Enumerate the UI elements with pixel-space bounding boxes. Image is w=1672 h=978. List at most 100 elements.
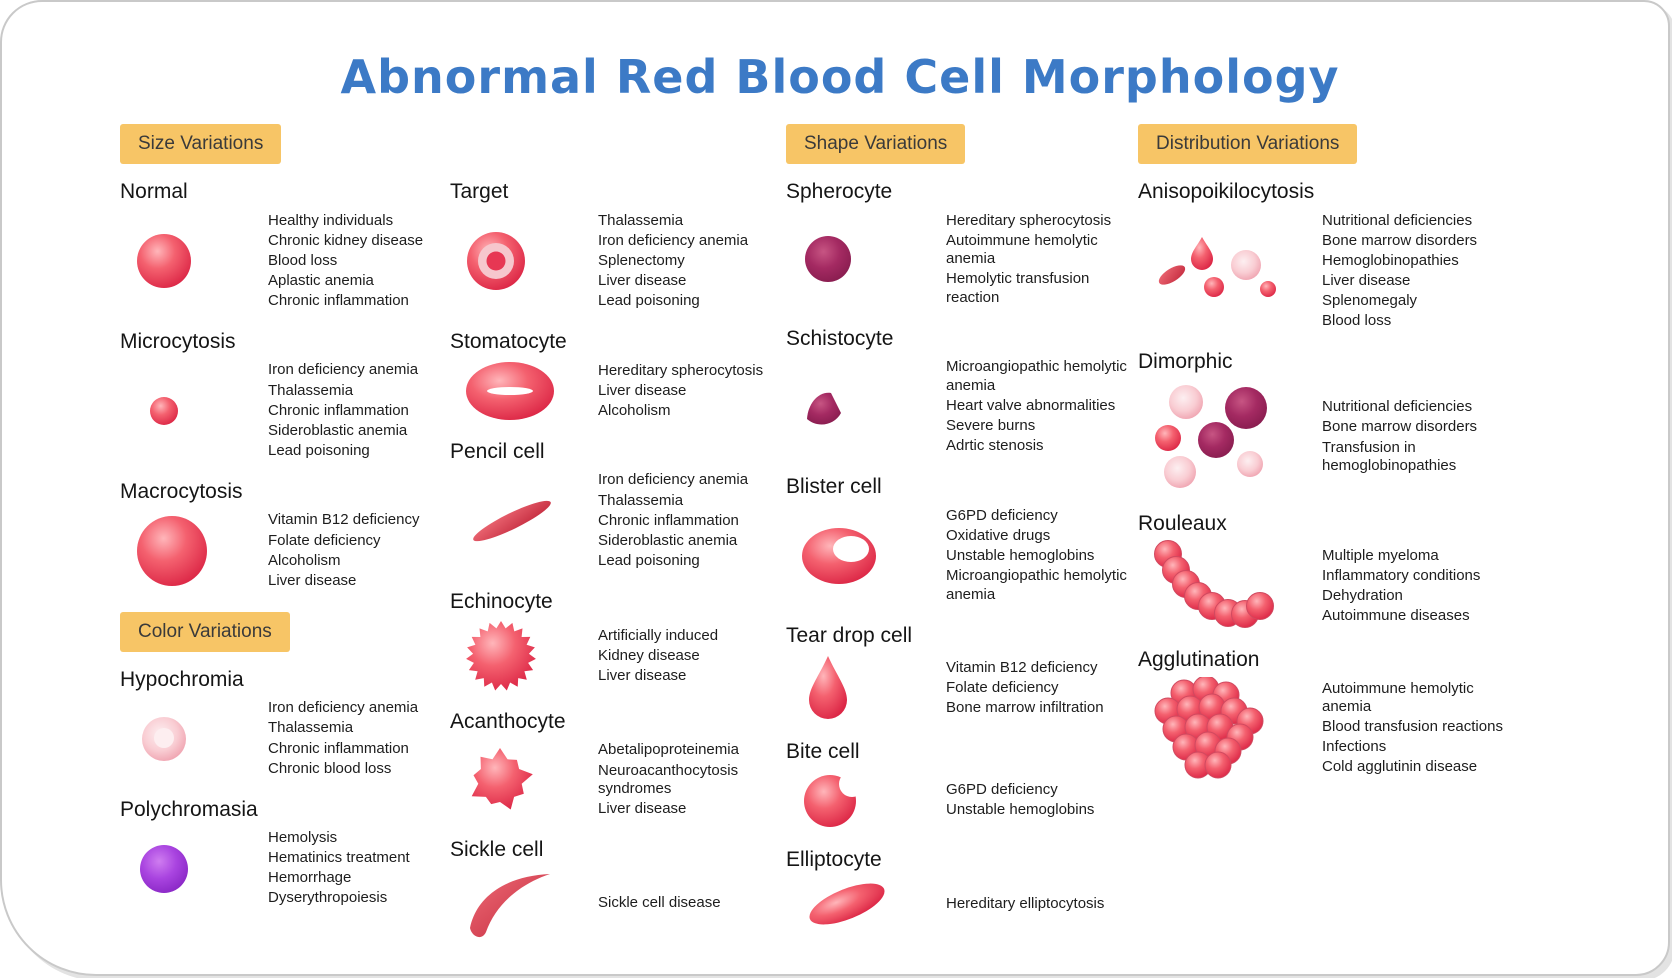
condition-item: Hereditary spherocytosis xyxy=(946,211,1112,229)
condition-item: Dehydration xyxy=(1322,586,1403,604)
condition-item: Folate deficiency xyxy=(946,678,1059,696)
condition-item: Liver disease xyxy=(268,571,357,589)
sickle-cell-icon xyxy=(448,866,598,940)
condition-item: Iron deficiency anemia xyxy=(268,361,419,379)
condition-item: Autoimmune hemolytic anemia xyxy=(1322,679,1474,716)
entry-name: Dimorphic xyxy=(1138,350,1233,374)
condition-item: Liver disease xyxy=(598,800,687,818)
page-title: Abnormal Red Blood Cell Morphology xyxy=(340,50,1340,104)
condition-item: Blood loss xyxy=(1322,311,1392,329)
condition-item: G6PD deficiency xyxy=(946,506,1058,524)
teardrop-cell-icon xyxy=(784,652,946,724)
condition-item: Iron deficiency anemia xyxy=(598,231,749,249)
condition-item: Bone marrow disorders xyxy=(1322,231,1478,249)
condition-item: Oxidative drugs xyxy=(946,527,1051,545)
stomatocyte-cell-icon xyxy=(448,358,598,424)
spherocyte-cell-icon xyxy=(784,232,946,286)
condition-item: G6PD deficiency xyxy=(946,780,1058,798)
condition-item: Liver disease xyxy=(598,666,687,684)
entry-name: Normal xyxy=(120,180,188,203)
condition-item: Blood loss xyxy=(268,251,338,269)
condition-item: Chronic blood loss xyxy=(268,759,392,777)
condition-item: Thalassemia xyxy=(598,211,684,229)
condition-item: Infections xyxy=(1322,738,1387,756)
condition-item: Splenectomy xyxy=(598,251,685,269)
entry-name: Elliptocyte xyxy=(786,847,882,871)
condition-item: Iron deficiency anemia xyxy=(268,699,419,717)
condition-item: Kidney disease xyxy=(598,646,700,664)
entry-name: Tear drop cell xyxy=(786,623,913,647)
blister-cell-icon xyxy=(784,524,946,588)
condition-item: Lead poisoning xyxy=(598,551,700,569)
section-badge-shape-variations: Shape Variations xyxy=(786,124,966,164)
condition-item: Iron deficiency anemia xyxy=(598,471,749,489)
rouleaux-cells-icon xyxy=(1136,540,1322,632)
condition-item: Chronic inflammation xyxy=(268,401,409,419)
entry-name: Agglutination xyxy=(1138,648,1260,672)
entry-name: Polychromasia xyxy=(120,797,258,821)
condition-item: Microangiopathic hemolytic anemia xyxy=(946,567,1127,603)
dimorphic-cells-icon xyxy=(1136,378,1322,496)
entry-body: Hereditary elliptocytosis xyxy=(784,876,1136,932)
condition-item: Hereditary elliptocytosis xyxy=(946,894,1105,912)
entry-name: Blister cell xyxy=(786,475,882,499)
elliptocyte-cell-icon xyxy=(784,876,946,932)
condition-item: Adrtic stenosis xyxy=(946,437,1044,455)
entry-name: Hypochromia xyxy=(120,667,244,691)
entry-name: Schistocyte xyxy=(786,326,894,350)
condition-item: Neuroacanthocytosis syndromes xyxy=(598,761,739,798)
condition-item: Cold agglutinin disease xyxy=(1322,758,1478,776)
condition-item: Hemoglobinopathies xyxy=(1322,251,1459,269)
condition-item: Hemolysis xyxy=(268,829,338,847)
bite-cell-icon xyxy=(784,768,946,832)
condition-item: Thalassemia xyxy=(268,381,354,399)
entry-conditions: Sickle cell disease xyxy=(598,891,784,917)
entry-name: Acanthocyte xyxy=(450,709,566,733)
condition-item: Hereditary spherocytosis xyxy=(598,361,764,379)
entry-name: Target xyxy=(450,180,509,203)
condition-item: Folate deficiency xyxy=(268,531,381,549)
condition-item: Vitamin B12 deficiency xyxy=(268,511,420,529)
condition-item: Alcoholism xyxy=(598,401,671,419)
entry-name: Sickle cell xyxy=(450,838,544,862)
condition-item: Aplastic anemia xyxy=(268,271,374,289)
condition-item: Bone marrow infiltration xyxy=(946,698,1104,716)
condition-item: Chronic inflammation xyxy=(268,739,409,757)
